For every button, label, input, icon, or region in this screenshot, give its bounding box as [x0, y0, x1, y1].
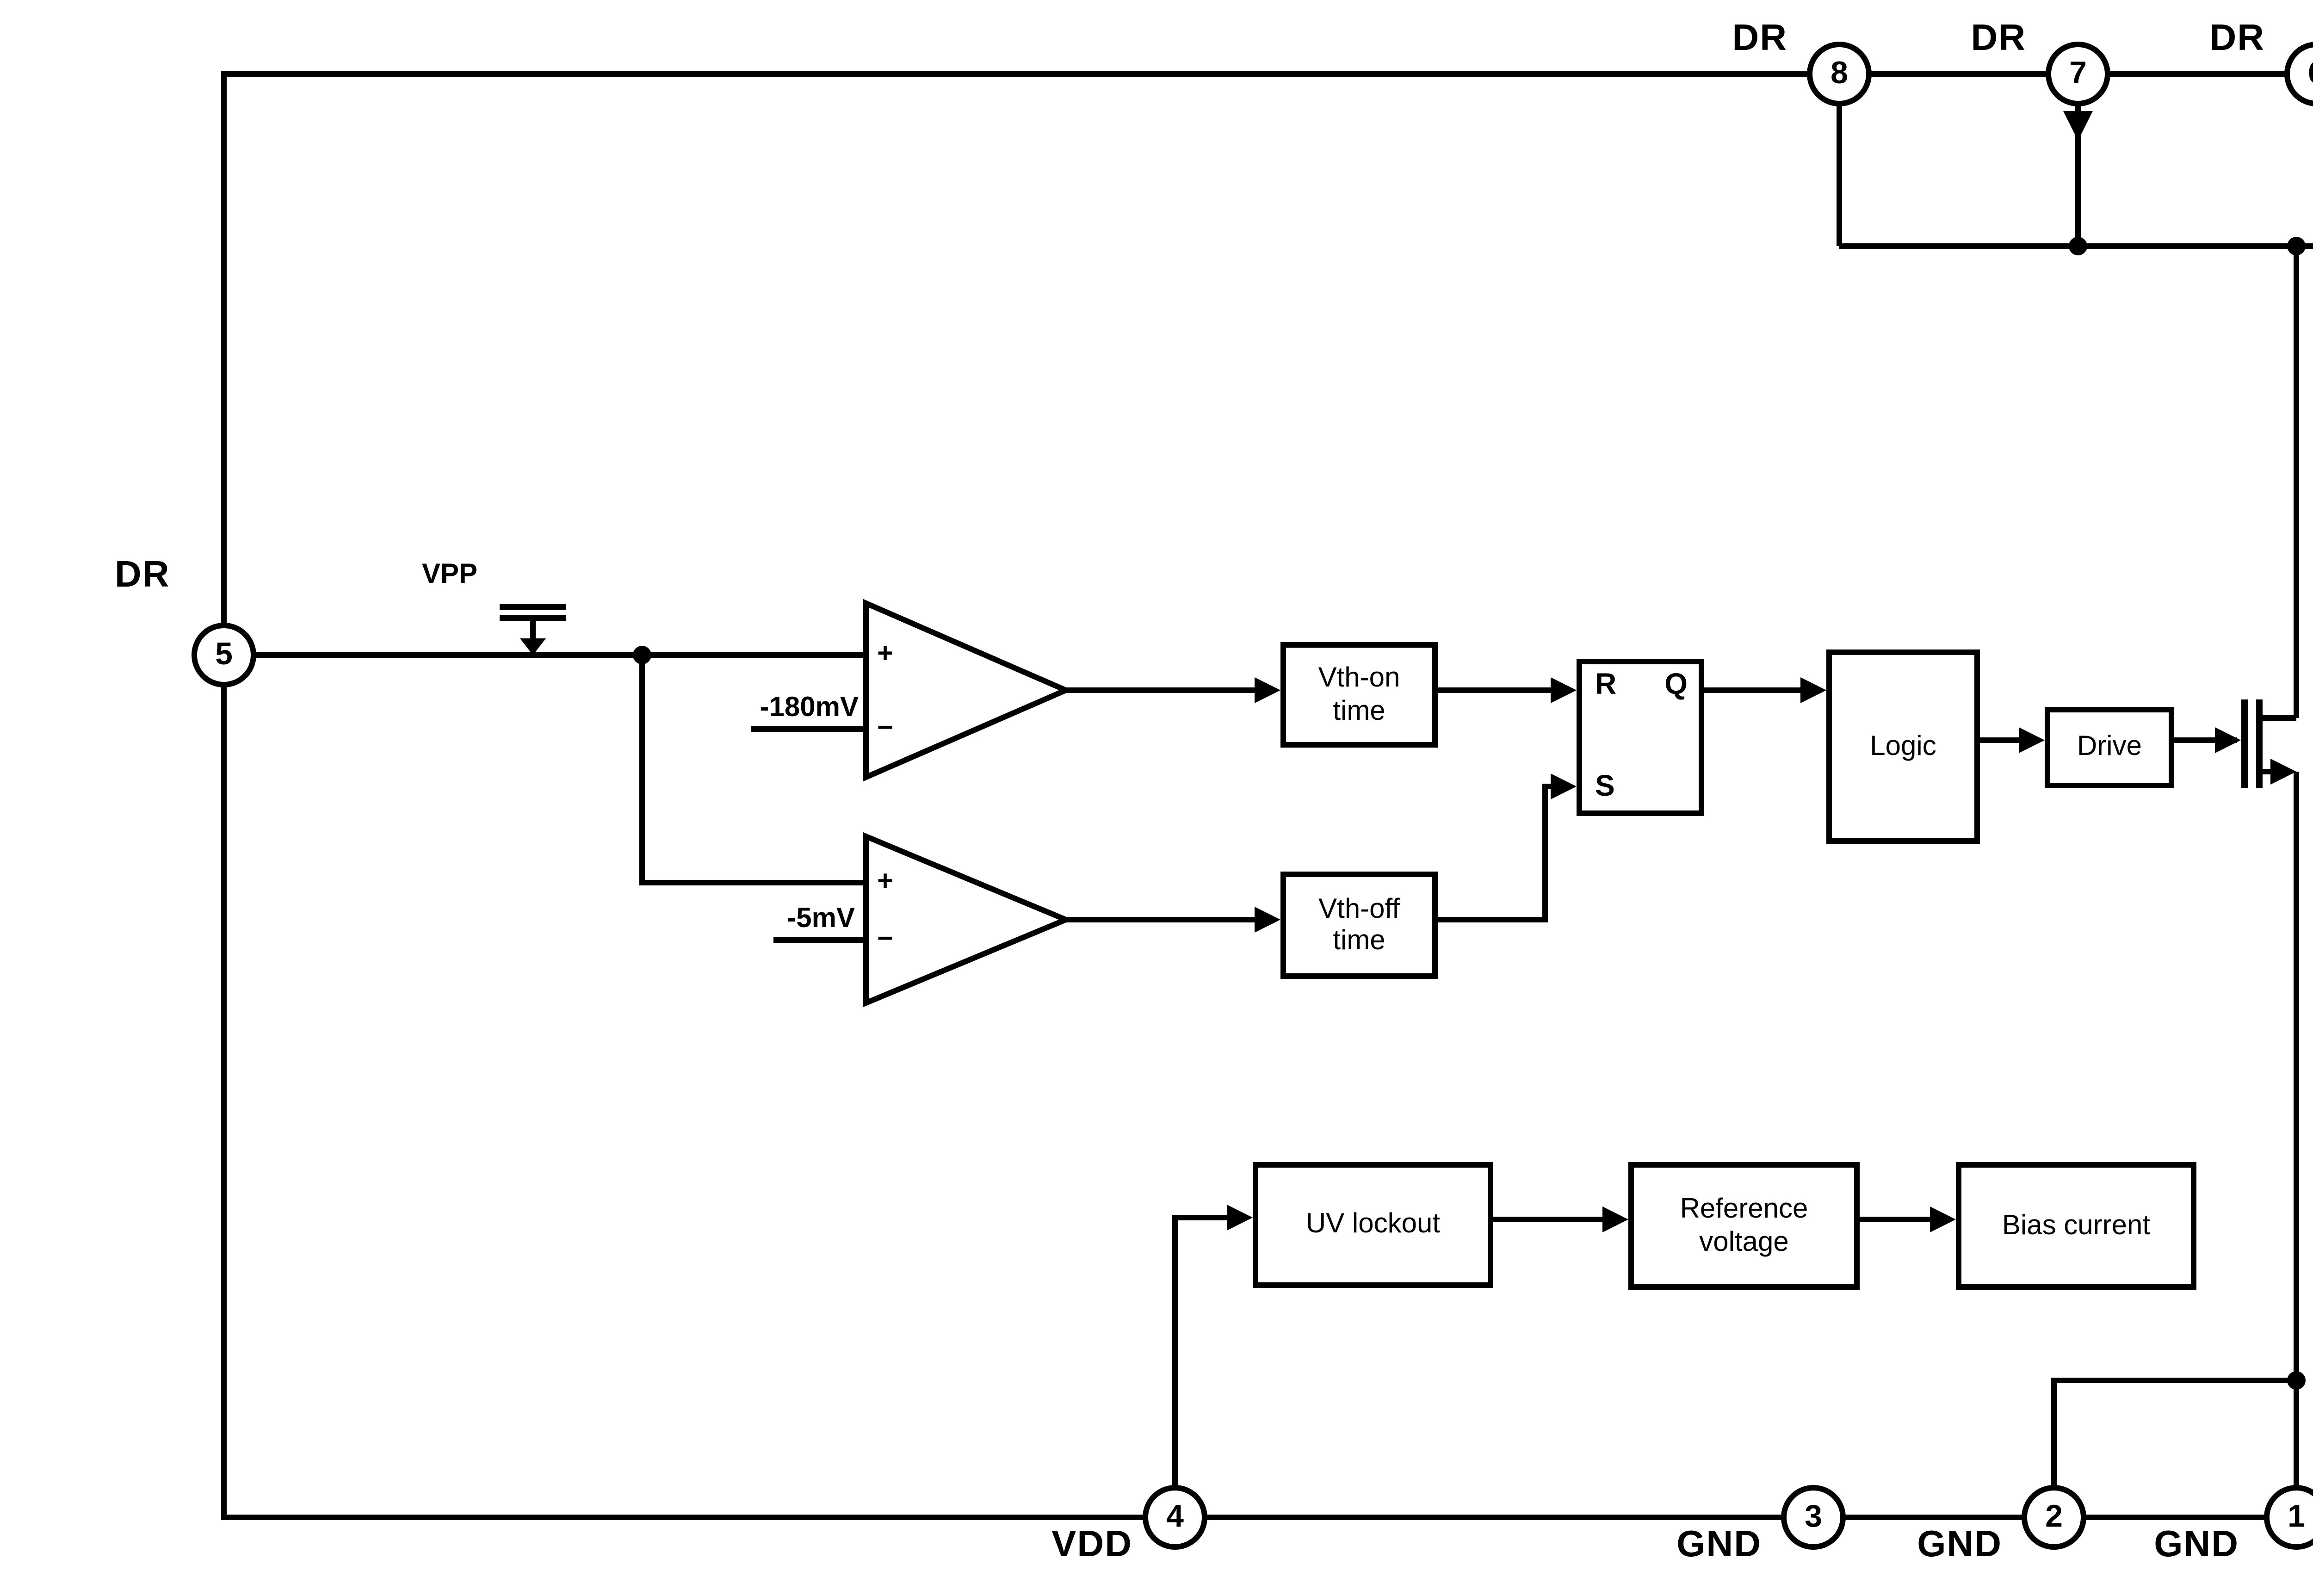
arrow-into-uvlo-icon: [1227, 1205, 1253, 1231]
pin7-current-arrow-icon: [2063, 111, 2093, 141]
pin-label-gnd3: GND: [1676, 1525, 1762, 1565]
vpp-label: VPP: [422, 559, 478, 590]
block-vth-on-line2: time: [1333, 695, 1385, 726]
block-drive-label: Drive: [2077, 731, 2142, 763]
pin-label-gnd1: GND: [2154, 1525, 2239, 1565]
comp2-minus-sign: −: [877, 923, 894, 955]
pin-dr6-circle: [2284, 42, 2313, 106]
pin-label-dr8: DR: [1732, 19, 1787, 59]
wire-vdd-riser: [1172, 1215, 1245, 1488]
block-reference-line2: voltage: [1699, 1226, 1789, 1257]
block-vth-off-time: Vth-off time: [1280, 872, 1438, 979]
block-bias-current: Bias current: [1956, 1162, 2196, 1290]
arrow-into-s-icon: [1551, 773, 1577, 799]
pin-number: 4: [1166, 1499, 1184, 1534]
block-reference-line1: Reference: [1680, 1194, 1808, 1225]
pin-number: 6: [2287, 44, 2313, 104]
ref-5mv-label: -5mV: [787, 903, 855, 934]
arrow-into-r-icon: [1551, 677, 1577, 703]
wire-vthoff-to-s: [1427, 784, 1569, 922]
junction-dot: [2287, 237, 2306, 255]
pin-gnd2-circle: [2022, 1485, 2086, 1550]
pin-label-dr7: DR: [1971, 19, 2026, 59]
pin-dr5-circle: [192, 623, 256, 687]
pin-label-gnd2: GND: [1917, 1525, 2002, 1565]
block-vth-on-line1: Vth-on: [1318, 663, 1400, 694]
block-vth-on-time: Vth-on time: [1280, 642, 1438, 748]
mosfet-symbol: [2241, 699, 2296, 788]
junction-dot: [633, 646, 651, 664]
comp1-minus-sign: −: [877, 712, 894, 744]
block-vth-off-line2: time: [1333, 925, 1385, 957]
arrow-into-vthon-icon: [1255, 677, 1280, 703]
block-reference-voltage: Reference voltage: [1628, 1162, 1860, 1290]
junction-dot: [2069, 237, 2087, 255]
ref-180mv-label: -180mV: [760, 692, 859, 724]
arrowheads: [520, 111, 2241, 1232]
comparators: [863, 599, 1073, 1007]
pin-number: 8: [1831, 56, 1848, 91]
wire-sense-riser: [639, 655, 866, 885]
pin-number: 5: [215, 637, 233, 672]
arrow-into-reference-icon: [1602, 1206, 1628, 1232]
block-uv-lockout: UV lockout: [1253, 1162, 1493, 1288]
pin-number: 7: [2069, 56, 2087, 91]
pin-vdd-circle: [1143, 1485, 1207, 1550]
comp2-plus-sign: +: [877, 866, 894, 897]
comparator-on-triangle: [863, 599, 1073, 782]
pin-number: 3: [1805, 1499, 1822, 1534]
wire-gnd2-riser: [2051, 1378, 2296, 1488]
block-drive: Drive: [2045, 707, 2174, 788]
arrow-into-gate-icon: [2215, 727, 2241, 753]
pin-gnd1-circle: [2264, 1485, 2313, 1550]
arrow-into-drive-icon: [2019, 727, 2045, 753]
block-sr-latch: R Q S: [1577, 659, 1704, 816]
latch-q-label: Q: [1664, 670, 1688, 701]
comparator-off-triangle: [863, 832, 1073, 1007]
arrow-into-vthoff-icon: [1255, 907, 1280, 933]
pin-number: 2: [2045, 1499, 2063, 1534]
junction-dots: [633, 237, 2306, 1390]
comp1-plus-sign: +: [877, 638, 894, 670]
junction-dot: [2287, 1371, 2306, 1390]
pin-gnd3-circle: [1781, 1485, 1846, 1550]
block-uv-lockout-label: UV lockout: [1305, 1209, 1441, 1241]
pin-label-vdd: VDD: [1051, 1525, 1132, 1565]
block-bias-current-label: Bias current: [2002, 1210, 2151, 1242]
pin-number: 1: [2288, 1499, 2305, 1534]
pin-label-dr6: DR: [2209, 19, 2265, 59]
arrow-into-bias-icon: [1930, 1206, 1956, 1232]
latch-s-label: S: [1595, 772, 1615, 803]
mosfet-source-arrow-icon: [2270, 759, 2296, 785]
pin-circles: [192, 42, 2313, 1550]
block-vth-off-line1: Vth-off: [1318, 893, 1400, 925]
pin-dr7-circle: [2046, 42, 2110, 106]
pin-dr8-circle: [1807, 42, 1872, 106]
block-logic: Logic: [1826, 650, 1980, 844]
latch-r-label: R: [1595, 670, 1617, 701]
ic-boundary: [221, 71, 2313, 1520]
block-logic-label: Logic: [1870, 730, 1936, 762]
pin-label-dr5: DR: [115, 555, 170, 596]
vpp-clamp-arrow-icon: [520, 638, 546, 655]
arrow-into-logic-icon: [1800, 677, 1826, 703]
